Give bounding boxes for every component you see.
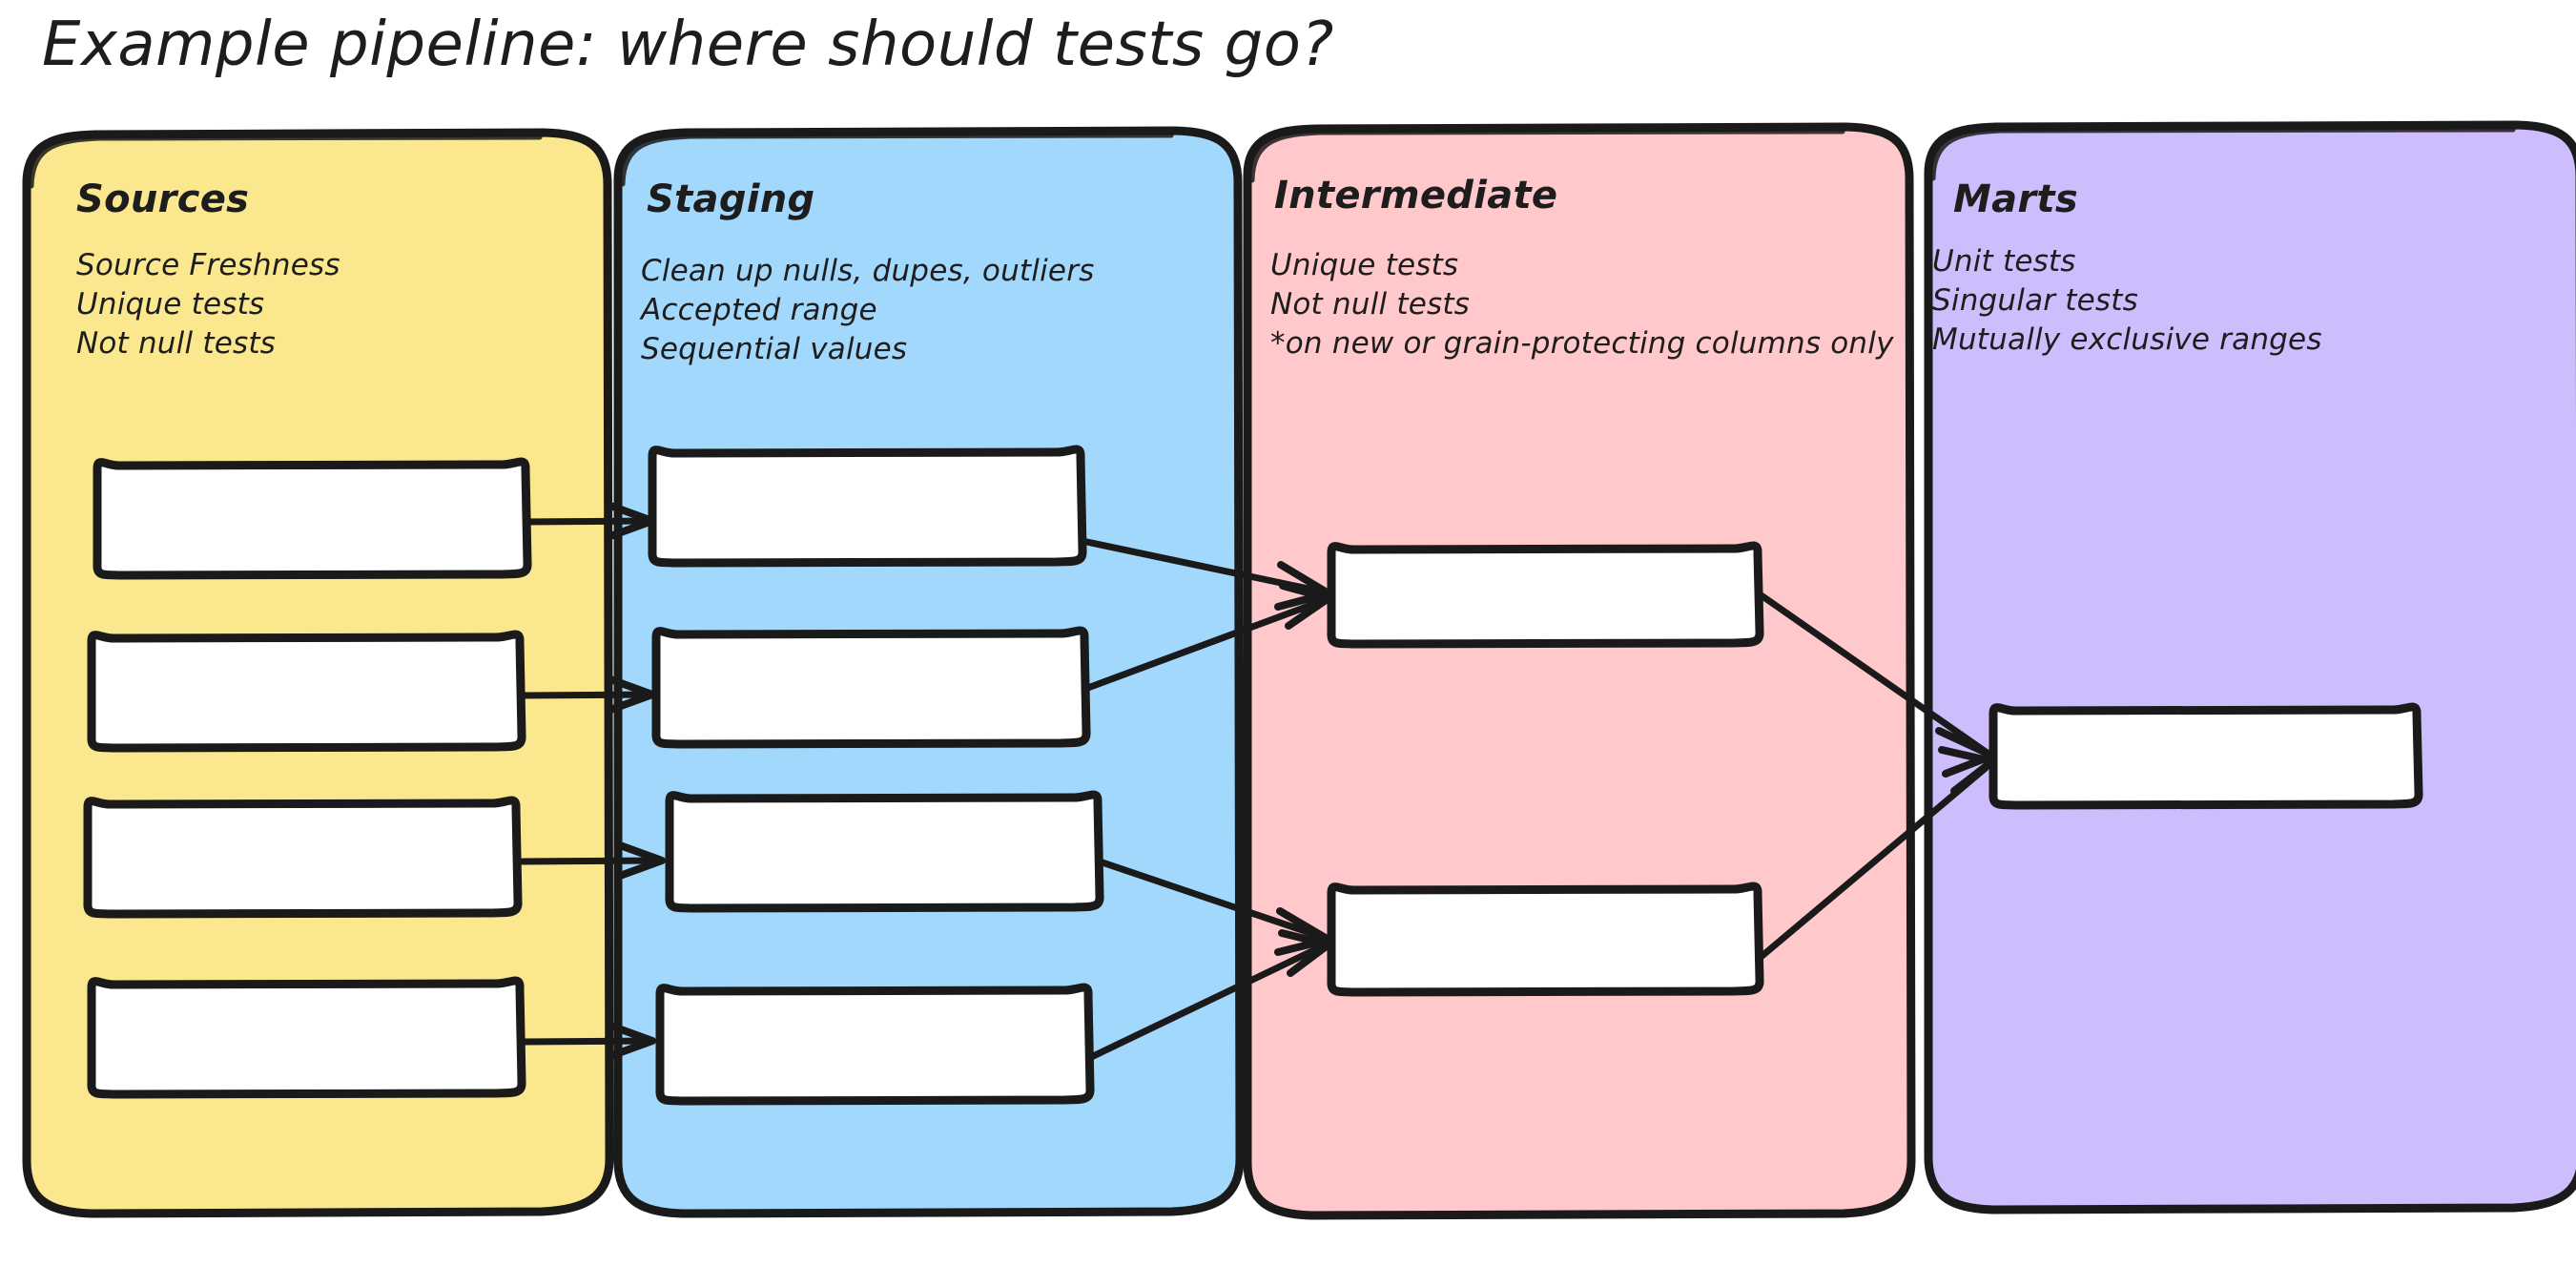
lane-notes-staging-line-2: Accepted range — [641, 293, 877, 327]
node-stg-3[interactable] — [665, 790, 1104, 913]
lane-notes-sources: Source Freshness Unique tests Not null t… — [76, 246, 340, 363]
node-int-1[interactable] — [1327, 541, 1764, 649]
lane-notes-marts: Unit tests Singular tests Mutually exclu… — [1932, 242, 2322, 360]
lane-notes-sources-line-2: Unique tests — [76, 287, 265, 322]
lane-title-staging: Staging — [647, 177, 815, 221]
node-src-3[interactable] — [83, 796, 523, 919]
lane-notes-sources-line-3: Not null tests — [76, 326, 277, 361]
node-int-2[interactable] — [1327, 882, 1764, 997]
lane-intermediate-sketch — [1249, 129, 1845, 183]
node-src-1[interactable] — [93, 457, 532, 580]
node-stg-4[interactable] — [655, 983, 1095, 1106]
lane-marts[interactable] — [1924, 120, 2576, 1214]
lane-notes-staging-line-3: Sequential values — [641, 332, 908, 366]
lane-title-sources: Sources — [76, 177, 250, 221]
edge-src-4-stg-4 — [519, 1022, 656, 1060]
node-stg-2[interactable] — [651, 626, 1091, 749]
node-layer — [83, 445, 2423, 1106]
lane-notes-staging: Clean up nulls, dupes, outliers Accepted… — [641, 252, 1094, 369]
lane-notes-marts-line-3: Mutually exclusive ranges — [1932, 322, 2322, 357]
lane-notes-marts-line-2: Singular tests — [1932, 283, 2138, 318]
lane-staging-sketch — [620, 133, 1174, 187]
lane-marts-shape — [1924, 120, 2576, 1214]
lane-notes-marts-line-1: Unit tests — [1932, 244, 2076, 279]
edge-src-3-stg-3 — [519, 841, 666, 880]
node-src-2[interactable] — [87, 630, 526, 753]
lane-notes-intermediate: Unique tests Not null tests *on new or g… — [1270, 246, 1894, 363]
lane-title-intermediate: Intermediate — [1274, 174, 1558, 218]
lane-notes-intermediate-line-1: Unique tests — [1270, 248, 1459, 282]
lane-title-marts: Marts — [1953, 177, 2078, 221]
lane-notes-sources-line-1: Source Freshness — [76, 248, 340, 282]
lane-sources-sketch — [29, 135, 543, 189]
lane-marts-sketch — [1930, 127, 2516, 181]
page-title: Example pipeline: where should tests go? — [42, 10, 1334, 80]
node-mart-1[interactable] — [1989, 702, 2423, 810]
lane-notes-intermediate-line-2: Not null tests — [1270, 287, 1471, 322]
lane-notes-intermediate-line-3: *on new or grain-protecting columns only — [1270, 326, 1894, 361]
node-src-4[interactable] — [87, 976, 526, 1099]
node-stg-1[interactable] — [648, 445, 1087, 568]
lane-notes-staging-line-1: Clean up nulls, dupes, outliers — [641, 254, 1095, 288]
edge-layer — [519, 502, 1996, 1063]
